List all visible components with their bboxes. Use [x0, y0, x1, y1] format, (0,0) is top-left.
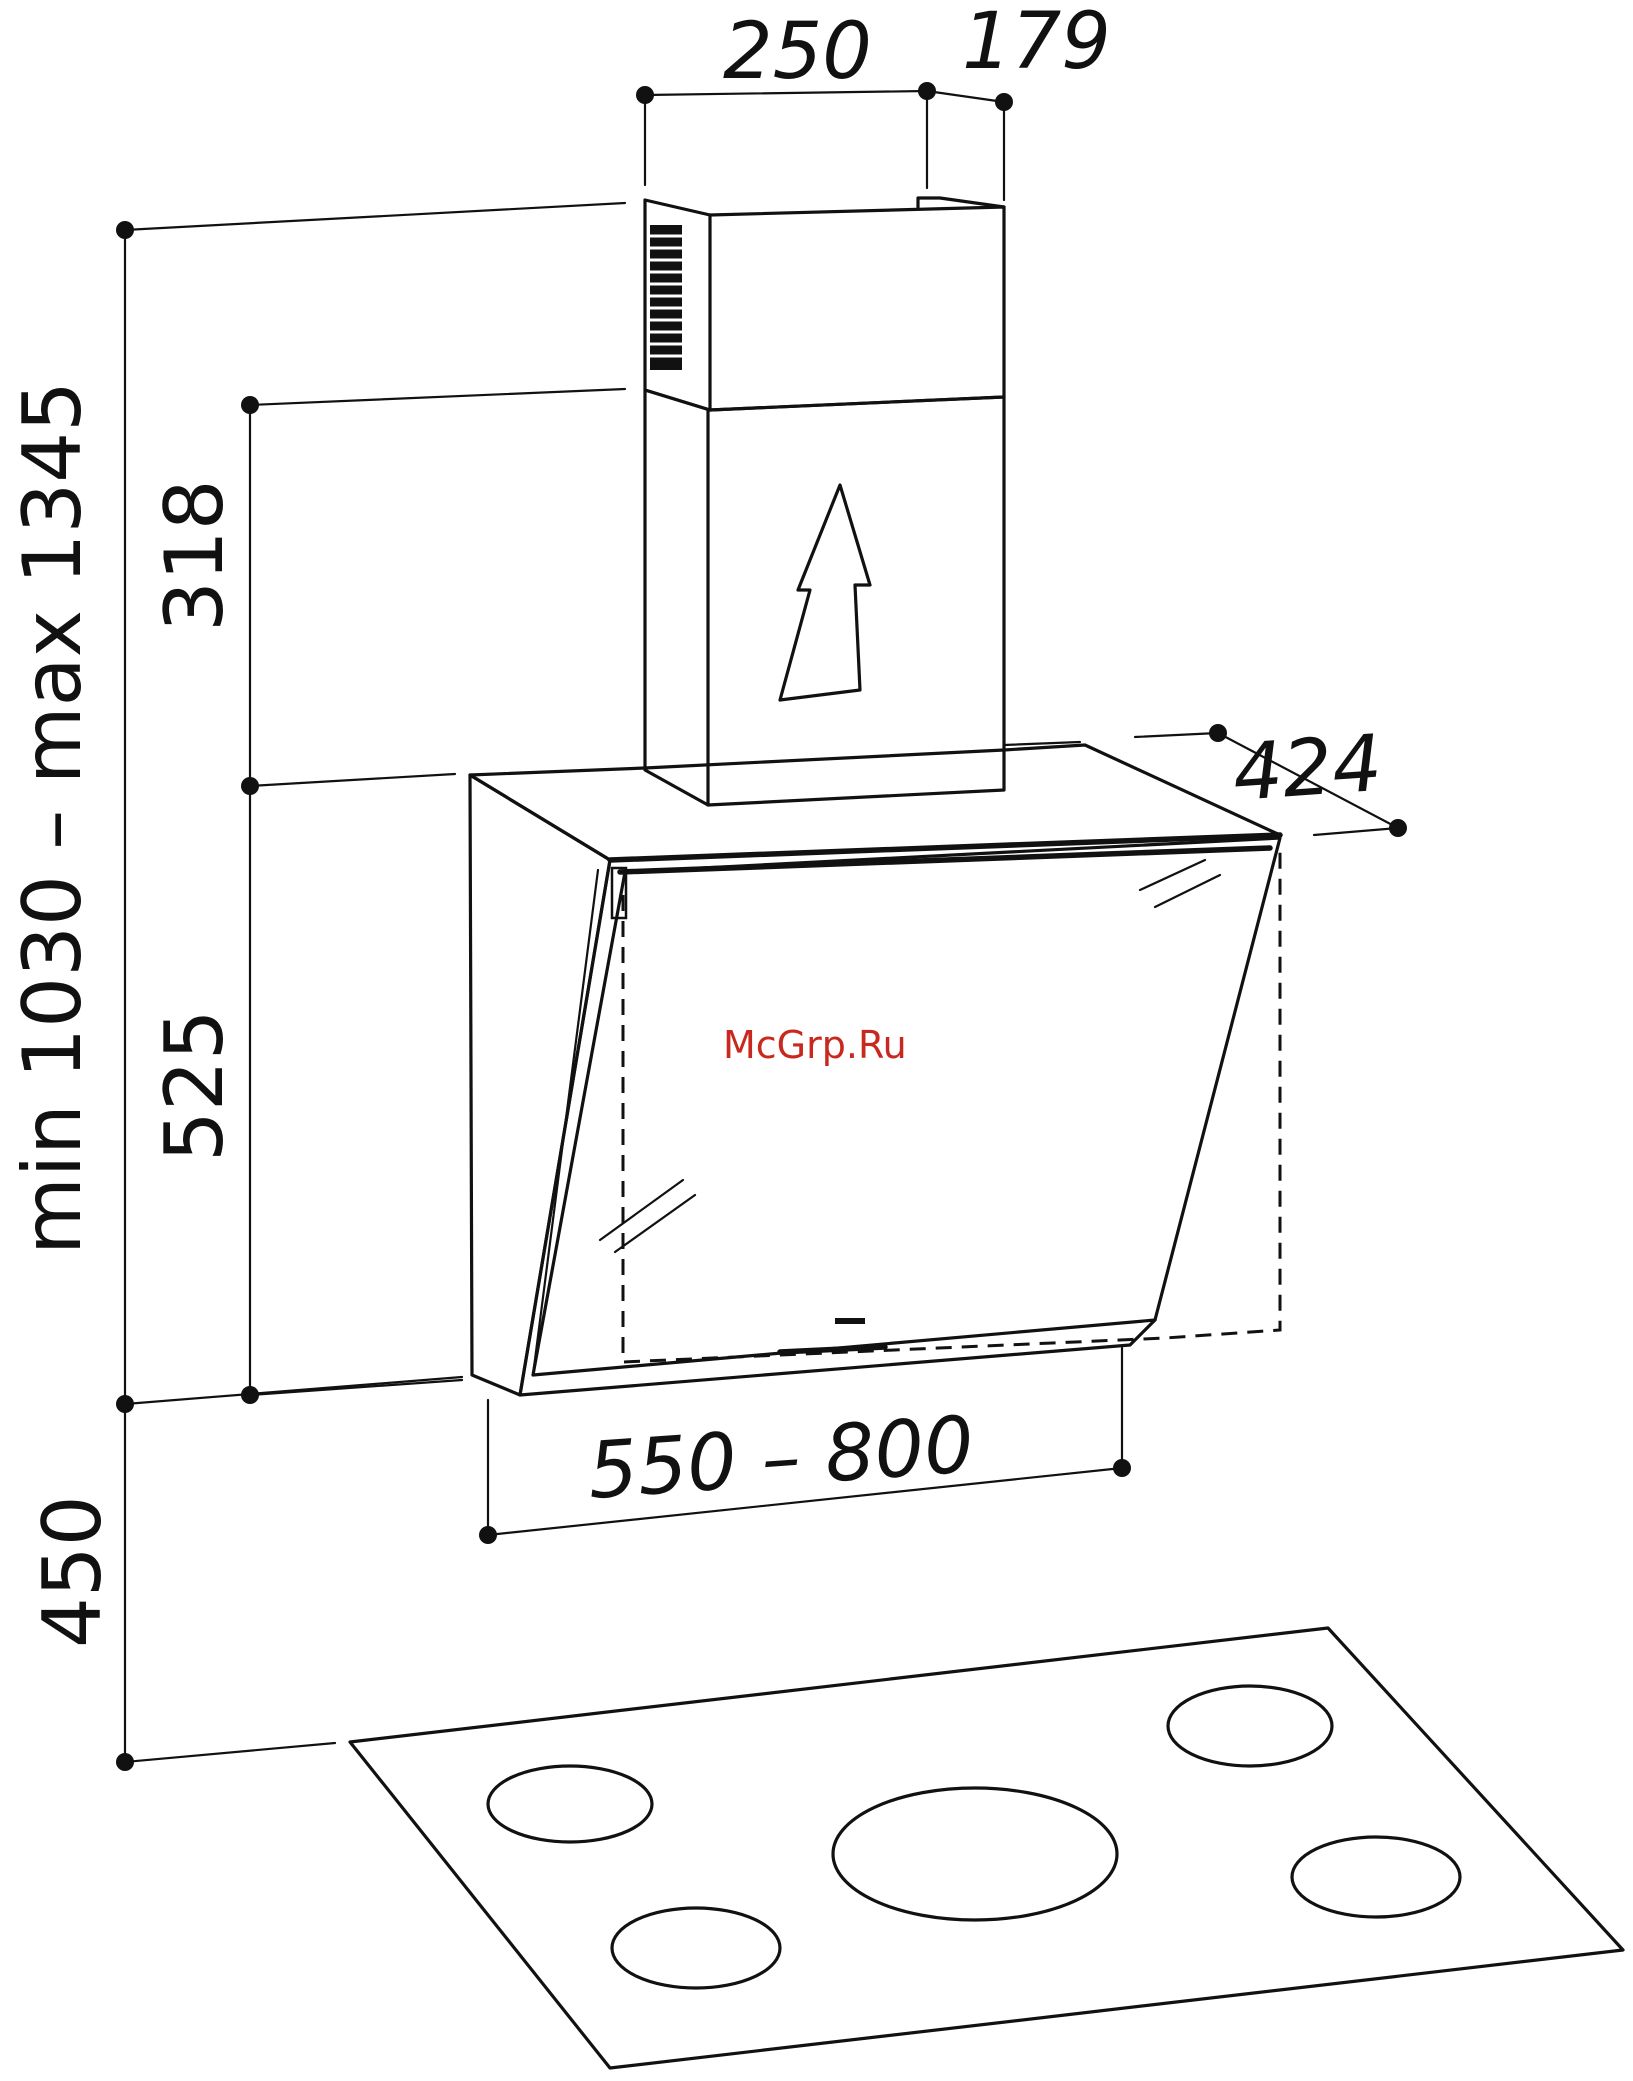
- dim-label-hood-width: 550 – 800: [585, 1400, 977, 1517]
- dimension-lines: [125, 91, 1398, 1762]
- dim-label-chimney-height: 318: [148, 479, 241, 632]
- chimney-upper: [645, 198, 1004, 410]
- watermark-text: McGrp.Ru: [723, 1023, 907, 1067]
- dim-label-hob-clearance: 450: [26, 1495, 119, 1648]
- airflow-arrow-icon: [780, 485, 870, 700]
- dimension-dots: [116, 82, 1407, 1771]
- cooktop: [350, 1628, 1623, 2068]
- chimney-lower: [645, 390, 1004, 805]
- dim-label-chimney-width: 250: [723, 7, 872, 97]
- hood-body: [470, 745, 1280, 1395]
- dim-label-total-height: min 1030 – max 1345: [6, 381, 99, 1255]
- hood-max-width-outline: [623, 843, 1280, 1362]
- dim-label-hood-height: 525: [148, 1009, 241, 1162]
- dim-label-chimney-depth: 179: [962, 0, 1111, 87]
- dim-label-hood-depth: 424: [1230, 719, 1385, 819]
